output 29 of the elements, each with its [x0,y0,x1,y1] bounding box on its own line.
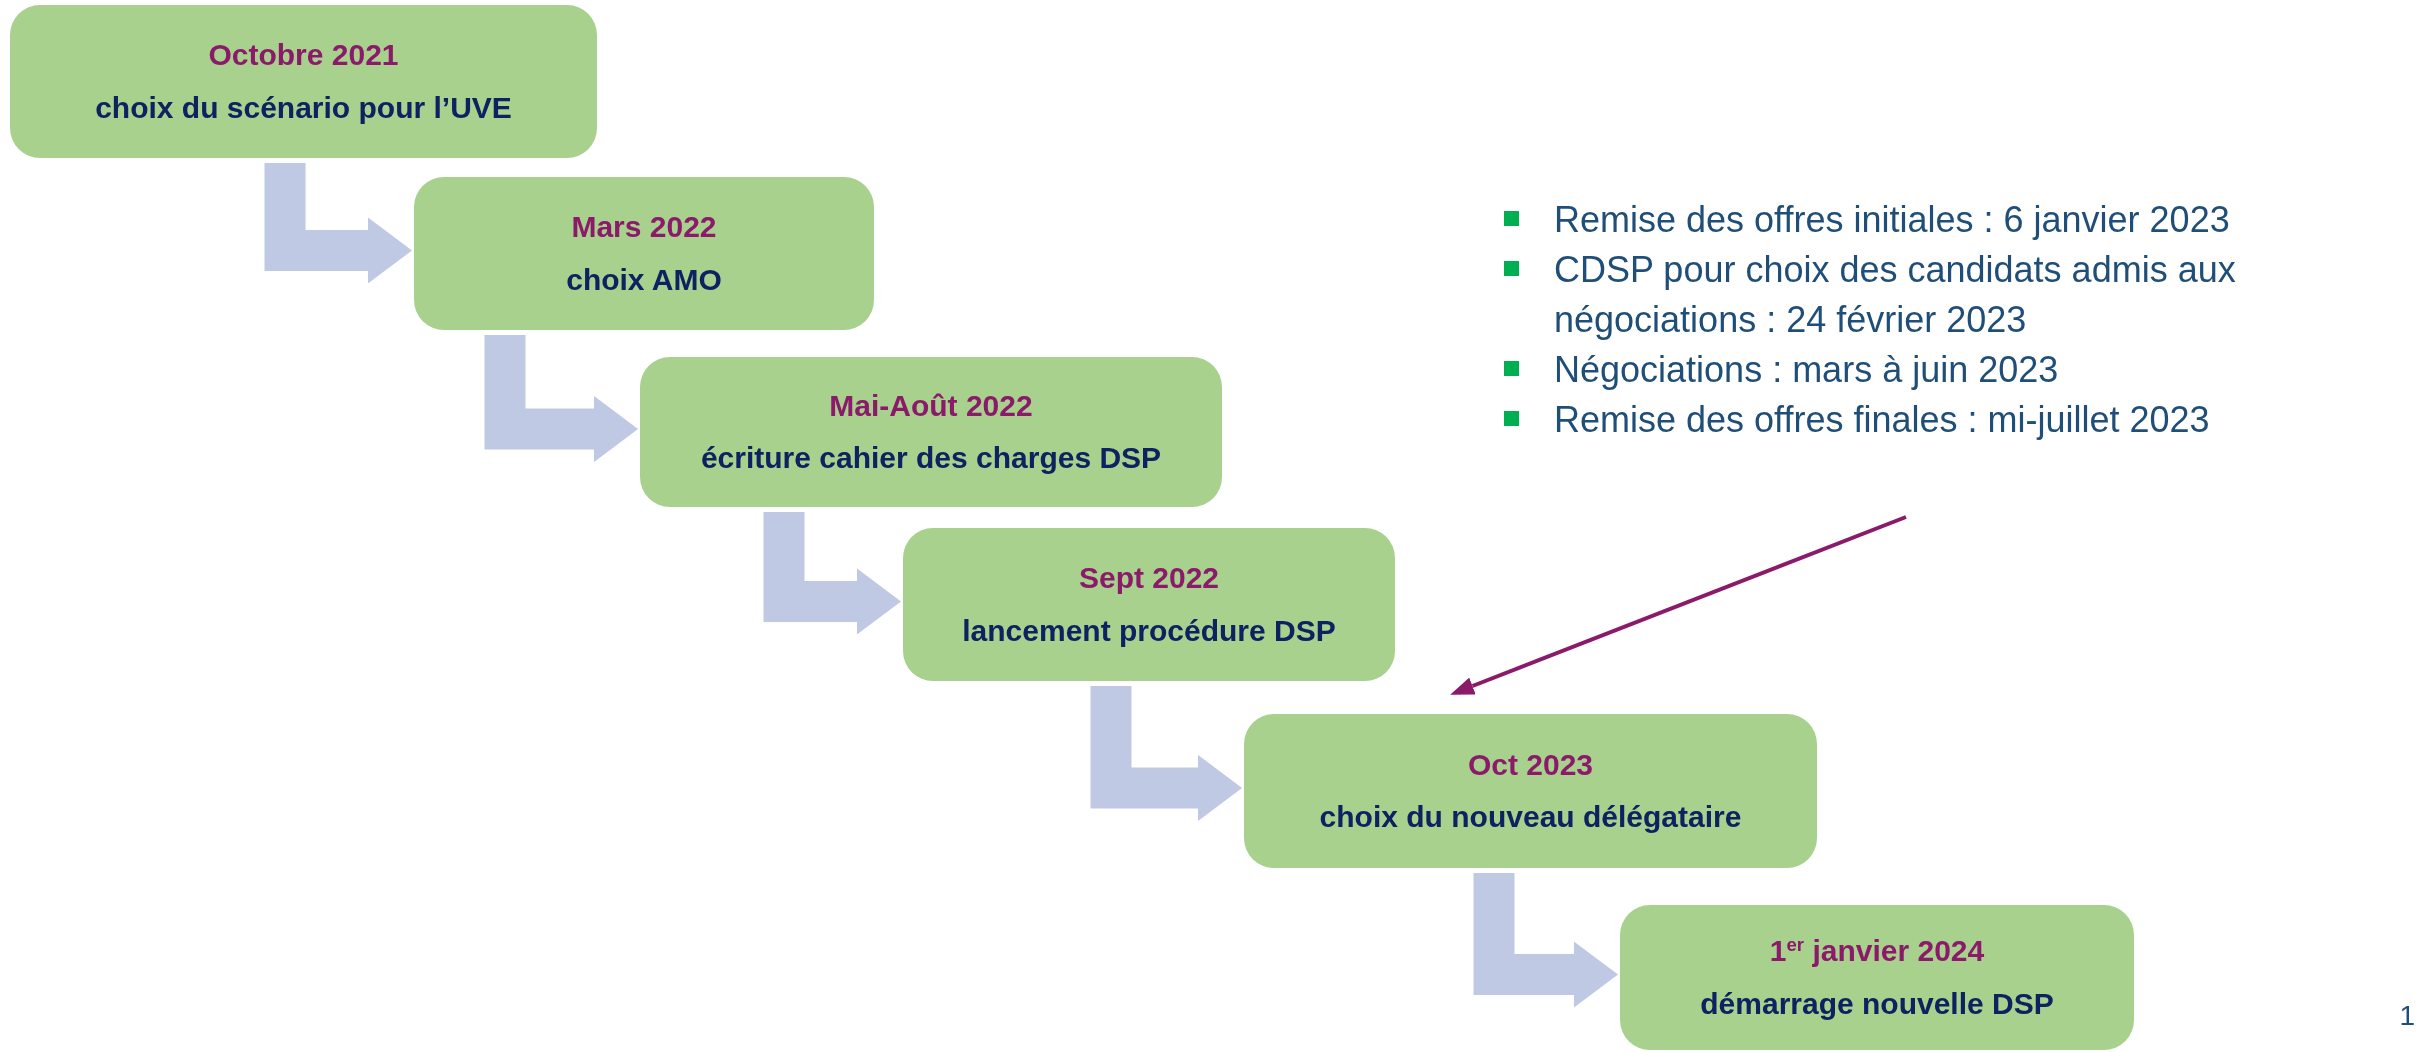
elbow-arrow [763,512,901,635]
elbow-arrow [264,163,412,284]
milestone-description: lancement procédure DSP [962,612,1336,649]
elbow-arrow [484,335,638,462]
page-number: 1 [2399,1000,2415,1032]
milestone-date: Octobre 2021 [208,37,399,74]
milestone-box [640,357,1222,507]
milestone-description: choix du nouveau délégataire [1319,799,1742,836]
milestone-description: écriture cahier des charges DSP [700,440,1162,477]
elbow-arrow [1090,686,1242,821]
bullet-text: Remise des offres initiales : 6 janvier 2023 [1554,199,2230,240]
milestone-date: 1$^{er}$ janvier 2024 [1769,933,1985,970]
milestone-box [1620,905,2134,1050]
milestone-date: Oct 2023 [1467,746,1594,783]
milestone-description: choix AMO [566,261,722,298]
bullet-text: Remise des offres finales : mi-juillet 2023 [1554,399,2210,440]
milestone-description: démarrage nouvelle DSP [1700,985,2054,1022]
milestone-date: Sept 2022 [1078,560,1220,597]
milestone-box [10,5,597,158]
elbow-arrow [1473,873,1618,1008]
arrow [1450,515,1907,695]
bullet-text: Négociations : mars à juin 2023 [1554,349,2059,390]
milestone-description: choix du scénario pour l’UVE [95,89,512,126]
milestone-date: Mars 2022 [571,209,717,246]
milestone-box [903,528,1395,681]
milestone-date: Mai-Août 2022 [829,387,1033,424]
milestone-box [1244,714,1817,868]
bullet-text: CDSP pour choix des candidats admis aux négociations : 24 février 2023 [1554,249,2236,340]
milestone-box [414,177,874,330]
